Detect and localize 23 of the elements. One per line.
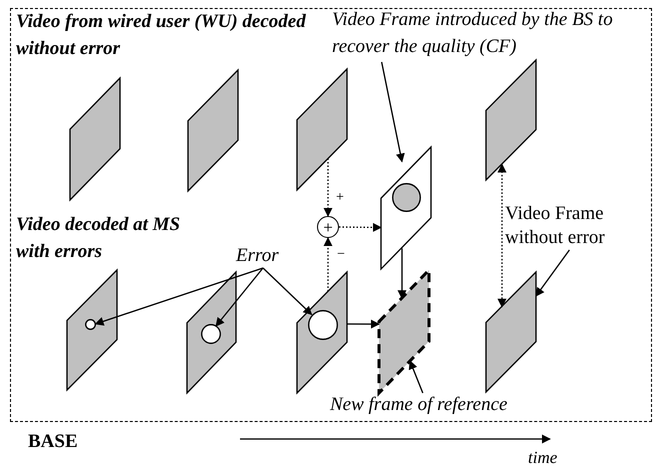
arrow [408,360,424,394]
scenario-label: BASE [28,430,79,454]
arrow [324,237,332,292]
callout-text: New frame of reference [330,393,562,419]
sign-label: − [337,247,346,263]
arrow [262,268,312,316]
arrow [94,267,264,326]
arrow [498,164,506,308]
arrow [398,248,406,300]
arrow [347,320,380,329]
section-heading: Video from wired user (WU) decoded without error [16,10,307,61]
arrow [324,158,332,217]
summing-junction: + [317,216,339,238]
callout-text: Video Frame without error [505,202,645,250]
callout-text: Error [236,244,296,268]
arrow [381,62,405,163]
callout-text: Video Frame introduced by the BS to recover the quality (CF) [332,6,624,62]
axis-label: time [528,447,558,469]
arrow [215,268,264,327]
arrow [535,250,570,297]
arrow [339,222,382,232]
section-heading: Video decoded at MS with errors [16,213,182,264]
sign-label: + [336,190,345,206]
